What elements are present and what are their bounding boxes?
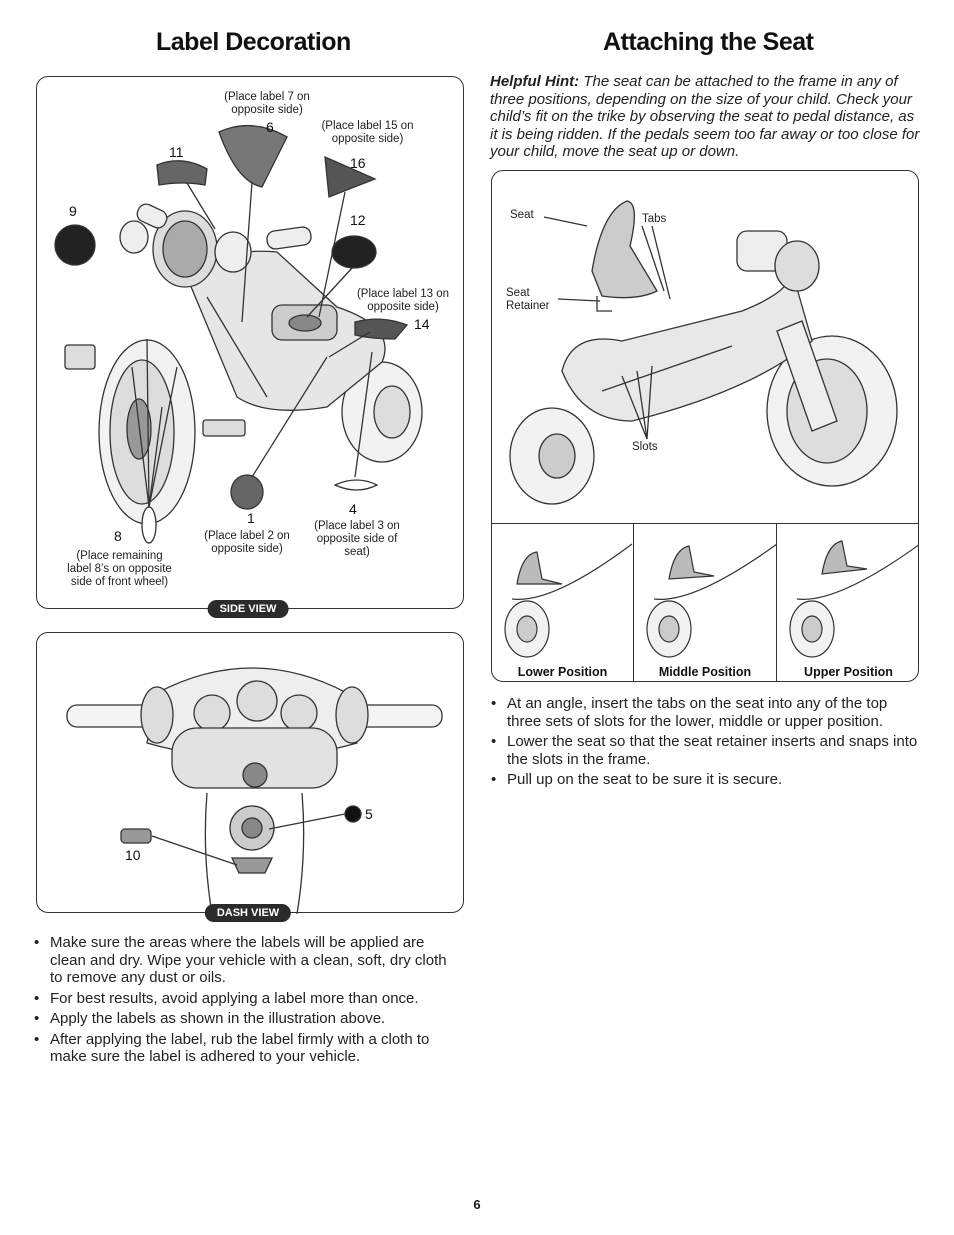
dash-view-tag: DASH VIEW	[204, 904, 292, 922]
side-view-panel: (Place label 7 on opposite side) 6 (Plac…	[36, 76, 464, 618]
tabs-label: Tabs	[642, 213, 667, 225]
upper-position-illustration	[789, 540, 918, 658]
list-item: After applying the label, rub the label …	[32, 1031, 457, 1066]
dash-illustration	[66, 667, 443, 914]
upper-position-label: Upper Position	[804, 665, 893, 679]
seat-attach-illustration	[509, 200, 898, 505]
callout-12: 12	[350, 212, 366, 228]
label-instructions-list: Make sure the areas where the labels wil…	[32, 934, 457, 1069]
list-item: Lower the seat so that the seat retainer…	[489, 733, 919, 768]
note-label-6: (Place label 7 on opposite side)	[224, 91, 310, 116]
helpful-hint: Helpful Hint: The seat can be attached t…	[490, 73, 922, 161]
callout-6: 6	[266, 119, 274, 135]
callout-9: 9	[69, 203, 77, 219]
middle-position-label: Middle Position	[658, 665, 752, 679]
hint-text: The seat can be attached to the frame in…	[490, 73, 920, 160]
callout-14: 14	[414, 316, 430, 332]
seat-retainer-label: Seat Retainer	[506, 287, 550, 312]
note-label-1: (Place label 2 on opposite side)	[204, 530, 290, 555]
callout-8: 8	[114, 528, 122, 544]
list-item: At an angle, insert the tabs on the seat…	[489, 695, 919, 730]
callout-5: 5	[365, 806, 373, 822]
lower-position-label: Lower Position	[517, 665, 608, 679]
seat-label: Seat	[510, 209, 534, 221]
upper-position-cell: Upper Position	[777, 523, 918, 681]
list-item: Make sure the areas where the labels wil…	[32, 934, 457, 987]
trike-side-illustration	[54, 124, 423, 544]
note-label-8: (Place remaining label 8’s on opposite s…	[67, 550, 172, 588]
list-item: Pull up on the seat to be sure it is sec…	[489, 771, 919, 789]
seat-instructions-list: At an angle, insert the tabs on the seat…	[489, 695, 919, 792]
callout-4: 4	[349, 501, 357, 517]
note-label-4: (Place label 3 on opposite side of seat)	[314, 520, 400, 558]
callout-16: 16	[350, 155, 366, 171]
list-item: For best results, avoid applying a label…	[32, 990, 457, 1008]
middle-position-illustration	[646, 543, 777, 658]
dash-view-panel: 5 10 DASH VIEW	[36, 632, 464, 922]
lower-position-cell: Lower Position	[492, 523, 634, 681]
callout-11: 11	[169, 144, 184, 160]
seat-diagram-panel: Seat Tabs Seat Retainer Slots Lower Posi…	[491, 170, 919, 682]
slots-label: Slots	[632, 441, 658, 453]
attaching-seat-title: Attaching the Seat	[603, 28, 814, 56]
list-item: Apply the labels as shown in the illustr…	[32, 1010, 457, 1028]
label-decoration-title: Label Decoration	[156, 28, 351, 56]
callout-10: 10	[125, 847, 141, 863]
lower-position-illustration	[504, 543, 633, 658]
note-label-16: (Place label 15 on opposite side)	[321, 120, 414, 145]
hint-label: Helpful Hint:	[490, 73, 580, 90]
note-label-14: (Place label 13 on opposite side)	[356, 288, 450, 313]
callout-1: 1	[247, 510, 255, 526]
side-view-tag: SIDE VIEW	[207, 600, 289, 618]
middle-position-cell: Middle Position	[634, 523, 777, 681]
page-number: 6	[473, 1197, 481, 1212]
